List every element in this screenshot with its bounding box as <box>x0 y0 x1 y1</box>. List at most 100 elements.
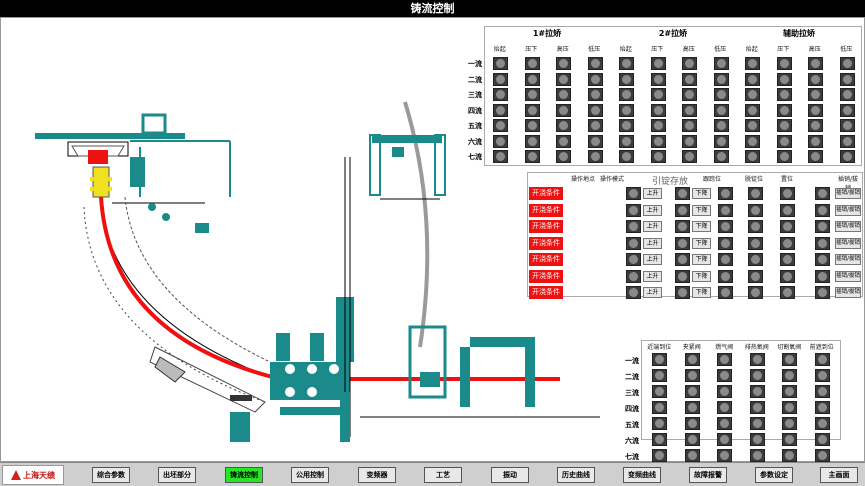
dummy-bar-column-header: 置位 <box>780 176 793 183</box>
lamp-indicator-icon <box>527 90 537 99</box>
pin-toggle-button[interactable]: 插销/拔销 <box>835 270 861 282</box>
pin-toggle-button[interactable]: 插销/拔销 <box>835 188 861 199</box>
lamp-indicator-icon <box>527 136 537 146</box>
lamp-indicator-icon <box>842 74 852 84</box>
dummy-bar-lamp <box>626 253 641 266</box>
lower-button[interactable]: 下降 <box>692 287 711 298</box>
lamp-indicator-icon <box>842 152 852 161</box>
straightener-column-header: 高压 <box>556 46 569 53</box>
logo-icon <box>11 470 21 480</box>
lower-button[interactable]: 下降 <box>692 270 711 282</box>
raise-button[interactable]: 上升 <box>643 270 662 282</box>
raise-button[interactable]: 上升 <box>643 254 662 265</box>
lamp-indicator-icon <box>752 355 762 364</box>
nav-button[interactable]: 工艺 <box>424 467 462 483</box>
dummy-bar-lamp <box>718 220 733 233</box>
pin-toggle-button[interactable]: 插销/拔销 <box>835 237 861 249</box>
straightener-status-lamp <box>839 57 855 70</box>
dummy-bar-lamp <box>626 187 641 200</box>
nav-button[interactable]: 历史曲线 <box>557 467 595 483</box>
lower-button[interactable]: 下降 <box>692 188 711 199</box>
lamp-indicator-icon <box>748 59 757 68</box>
straightener-status-lamp <box>619 103 634 117</box>
lamp-indicator-icon <box>716 90 726 99</box>
nav-button[interactable]: 变频器 <box>358 467 396 483</box>
lamp-indicator-icon <box>811 121 820 130</box>
raise-button[interactable]: 上升 <box>643 237 662 249</box>
straightener-status-lamp <box>808 119 823 132</box>
pour-condition-status: 开浇条件 <box>529 286 563 299</box>
lamp-indicator-icon <box>785 419 794 428</box>
cutting-column-header: 夹紧阀 <box>682 344 701 351</box>
raise-button[interactable]: 上升 <box>643 287 662 298</box>
lamp-indicator-icon <box>721 238 730 248</box>
lamp-indicator-icon <box>622 90 631 99</box>
straightener-status-lamp <box>493 57 508 70</box>
lamp-indicator-icon <box>752 435 762 444</box>
straightener-status-lamp <box>493 103 508 117</box>
lamp-indicator-icon <box>751 189 760 198</box>
lamp-indicator-icon <box>687 371 697 380</box>
lamp-indicator-icon <box>785 403 794 412</box>
pin-toggle-button[interactable]: 插销/拔销 <box>835 287 861 298</box>
pin-toggle-button[interactable]: 插销/拔销 <box>835 204 861 216</box>
raise-button[interactable]: 上升 <box>643 204 662 216</box>
lamp-indicator-icon <box>721 255 730 264</box>
dummy-bar-lamp <box>626 203 641 217</box>
lower-button[interactable]: 下降 <box>692 204 711 216</box>
lamp-indicator-icon <box>687 451 697 460</box>
lamp-indicator-icon <box>748 90 757 99</box>
straightener-status-lamp <box>587 88 603 101</box>
lamp-indicator-icon <box>653 59 663 68</box>
pin-toggle-button[interactable]: 插销/拔销 <box>835 254 861 265</box>
nav-button[interactable]: 主画面 <box>820 467 858 483</box>
cutting-status-lamp <box>782 401 797 414</box>
straightener-status-lamp <box>524 119 540 132</box>
lower-button[interactable]: 下降 <box>692 221 711 232</box>
nav-button[interactable]: 故障报警 <box>689 467 727 483</box>
strand-line <box>99 196 560 381</box>
lamp-indicator-icon <box>685 59 694 68</box>
straightener-status-lamp <box>556 57 571 70</box>
straightener-status-lamp <box>745 103 760 117</box>
lower-button[interactable]: 下降 <box>692 254 711 265</box>
straightener-status-lamp <box>682 88 697 101</box>
cutting-status-lamp <box>652 433 667 446</box>
nav-button[interactable]: 出坯部分 <box>158 467 196 483</box>
lamp-indicator-icon <box>622 136 631 146</box>
dummy-bar-lamp <box>675 220 690 233</box>
lamp-indicator-icon <box>811 136 820 146</box>
raise-button[interactable]: 上升 <box>643 221 662 232</box>
lamp-indicator-icon <box>678 222 687 231</box>
lamp-indicator-icon <box>590 105 600 115</box>
straightener-status-lamp <box>493 88 508 101</box>
straightener-status-lamp <box>808 134 823 148</box>
lamp-indicator-icon <box>655 451 664 460</box>
nav-button[interactable]: 公用控制 <box>291 467 329 483</box>
pour-condition-status: 开浇条件 <box>529 269 563 283</box>
nav-button[interactable]: 铸流控制 <box>225 467 263 483</box>
lamp-indicator-icon <box>687 387 697 396</box>
cutting-row-label: 七流 <box>625 453 639 461</box>
nav-button[interactable]: 综合参数 <box>92 467 130 483</box>
lamp-indicator-icon <box>818 255 827 264</box>
pin-toggle-button[interactable]: 插销/拔销 <box>835 221 861 232</box>
nav-button[interactable]: 振动 <box>491 467 529 483</box>
raise-button[interactable]: 上升 <box>643 188 662 199</box>
lamp-indicator-icon <box>783 189 792 198</box>
lamp-indicator-icon <box>842 90 852 99</box>
lamp-indicator-icon <box>590 74 600 84</box>
straightener-row-label: 一流 <box>468 60 482 68</box>
cutting-column-header: 切割氧阀 <box>777 344 802 351</box>
nav-button[interactable]: 变频曲线 <box>623 467 661 483</box>
straightener-row-label: 七流 <box>468 153 482 161</box>
lamp-indicator-icon <box>496 136 505 146</box>
lamp-indicator-icon <box>678 189 687 198</box>
cutting-row-label: 四流 <box>625 405 639 413</box>
straightener-status-lamp <box>713 57 729 70</box>
nav-button[interactable]: 参数设定 <box>755 467 793 483</box>
cutting-status-lamp <box>717 449 732 462</box>
lamp-indicator-icon <box>655 371 664 380</box>
lamp-indicator-icon <box>559 105 568 115</box>
lower-button[interactable]: 下降 <box>692 237 711 249</box>
